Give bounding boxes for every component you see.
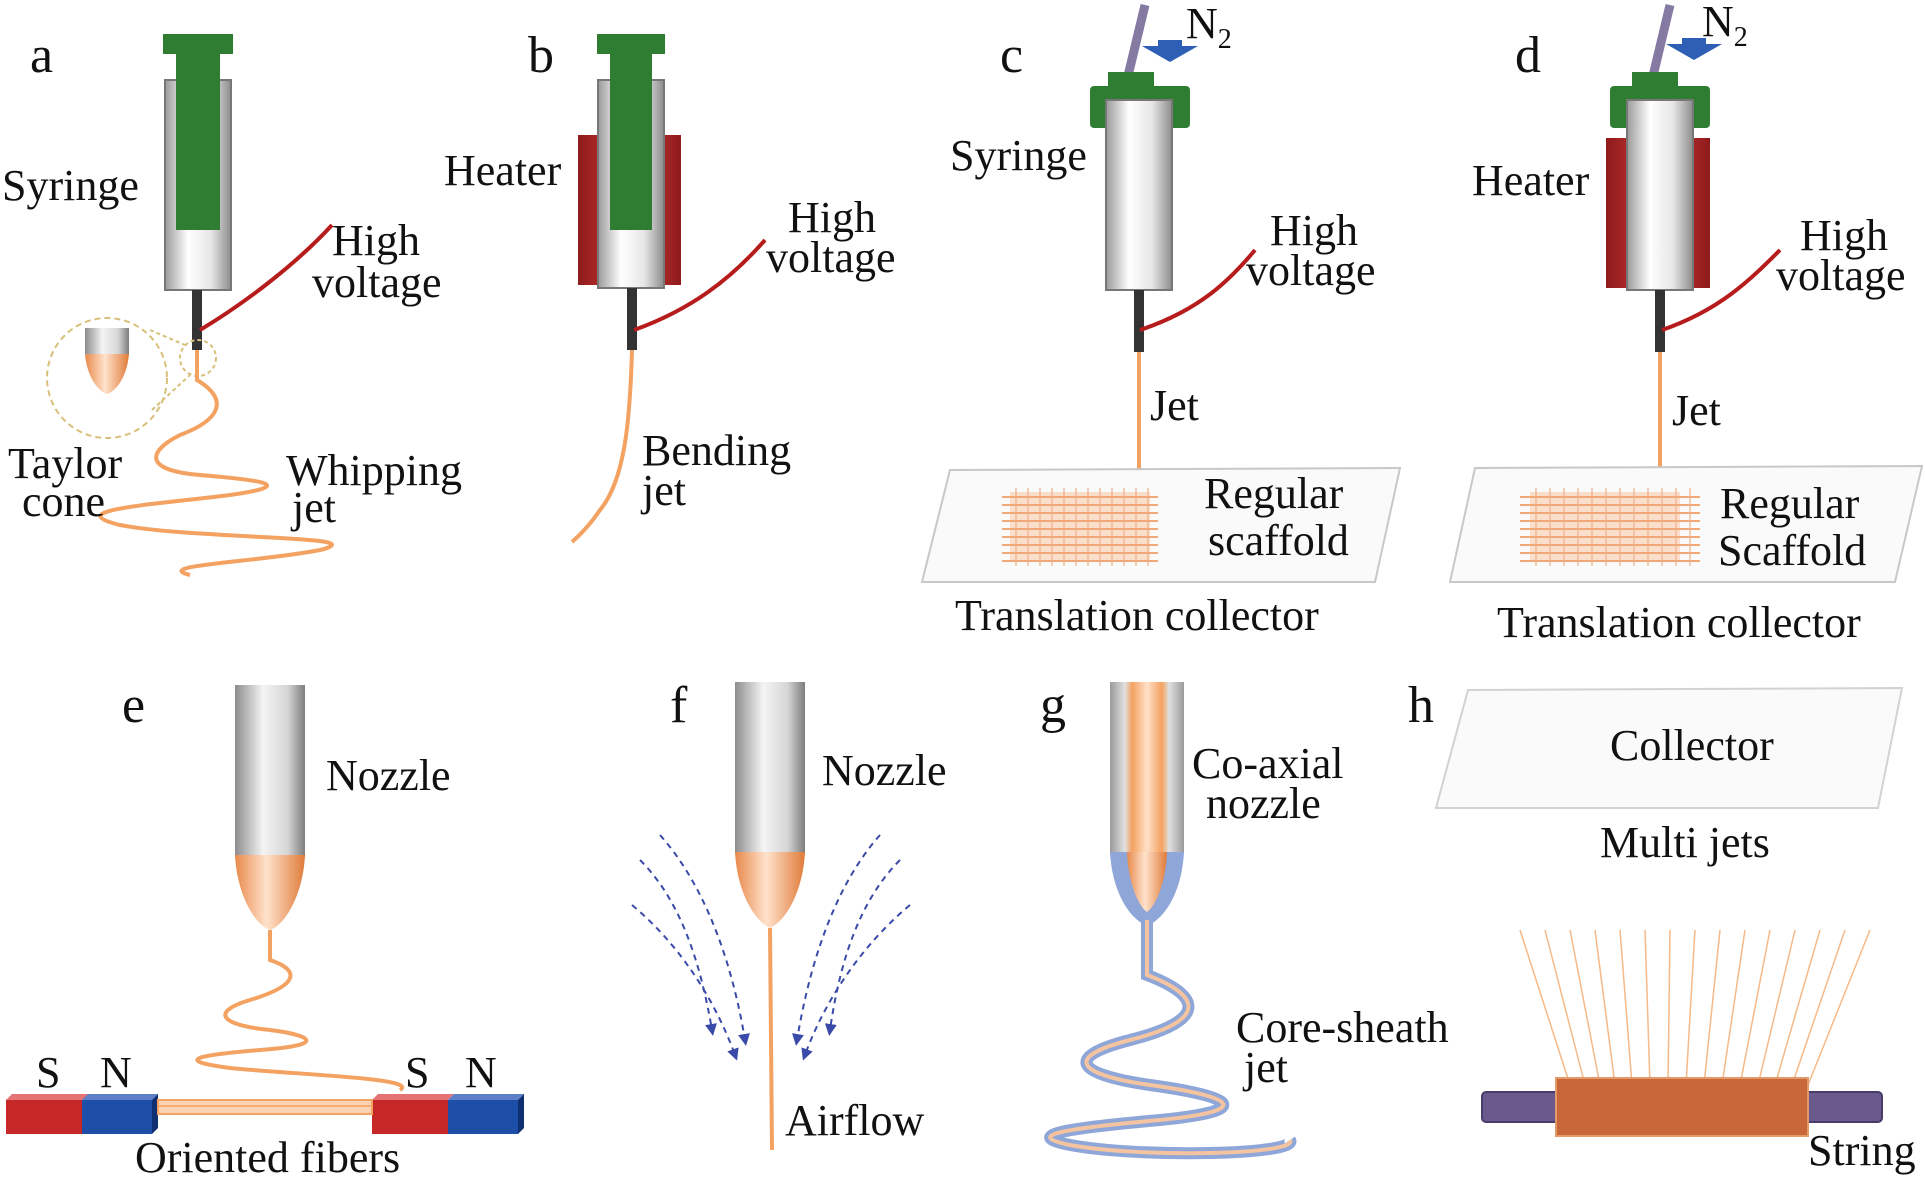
bending-jet-label-1: Bending [642, 426, 791, 475]
syringe-label-a: Syringe [2, 161, 139, 210]
panel-letter-b: b [528, 27, 554, 84]
core-sheath-jet [1044, 920, 1297, 1160]
collector-label-d: Translation collector [1497, 598, 1861, 647]
scaffold-label-d-1: Regular [1720, 479, 1860, 528]
syringe-label-c: Syringe [950, 131, 1087, 180]
oriented-fibers [157, 1099, 373, 1115]
high-voltage-label-a-2: voltage [312, 258, 442, 307]
magnet-s-label-2: S [405, 1048, 429, 1097]
magnet-left [6, 1094, 158, 1134]
whipping-jet-e [195, 930, 405, 1092]
magnet-n-label-1: N [100, 1048, 132, 1097]
regular-scaffold-d [1520, 488, 1700, 566]
multi-jets-label: Multi jets [1600, 818, 1770, 867]
magnet-n-label-2: N [465, 1048, 497, 1097]
multi-jets [1519, 929, 1871, 1086]
panel-letter-e: e [122, 677, 145, 734]
gas-label-c: N2 [1186, 0, 1232, 55]
high-voltage-label-d-2: voltage [1776, 251, 1906, 300]
high-voltage-wire-d [1661, 248, 1782, 332]
nozzle-e [235, 685, 305, 930]
panel-e: e Nozzle S N S N Oriented [6, 677, 524, 1181]
bending-jet-label-2: jet [640, 466, 686, 515]
coaxial-nozzle-label-2: nozzle [1206, 779, 1321, 828]
whipping-jet-label-1: Whipping [286, 446, 462, 495]
high-voltage-wire-b [633, 238, 767, 332]
collector-label-c: Translation collector [955, 591, 1319, 640]
high-voltage-label-b-2: voltage [766, 233, 896, 282]
gas-arrow-c [1142, 40, 1198, 62]
taylor-cone-magnifier [46, 317, 217, 439]
syringe-c [1090, 72, 1190, 352]
nozzle-label-e: Nozzle [326, 751, 451, 800]
taylor-cone-label-2: cone [22, 477, 105, 526]
panel-letter-h: h [1408, 677, 1434, 734]
heated-syringe-d [1606, 72, 1710, 352]
jet-label-c: Jet [1150, 381, 1199, 430]
panel-letter-a: a [30, 27, 53, 84]
collector-label-h: Collector [1610, 721, 1774, 770]
panel-a: a Syringe High voltage Taylor cone Whipp… [2, 27, 462, 577]
panel-letter-g: g [1040, 677, 1066, 734]
gas-label-d: N2 [1702, 0, 1748, 53]
gas-arrow-d [1666, 38, 1722, 60]
gas-tube-d [1647, 3, 1675, 82]
magnet-s-label-1: S [36, 1048, 60, 1097]
high-voltage-label-c-2: voltage [1246, 246, 1376, 295]
nozzle-label-f: Nozzle [822, 746, 947, 795]
whipping-jet-label-2: jet [290, 483, 336, 532]
regular-scaffold-c [1002, 488, 1158, 566]
scaffold-label-d-2: Scaffold [1718, 526, 1866, 575]
panel-h: h Collector Multi jets String [1408, 677, 1916, 1175]
jet-f [768, 927, 774, 1151]
core-sheath-label-1: Core-sheath [1236, 1003, 1449, 1052]
collector-plane-h [1434, 686, 1904, 809]
panel-c: c N2 Syringe High voltage Jet Regular sc… [920, 0, 1402, 640]
high-voltage-wire-c [1139, 248, 1257, 332]
heater-label-b: Heater [444, 146, 562, 195]
panel-d: d N2 Heater High voltage Jet Regular Sca… [1448, 0, 1924, 647]
panel-b: b Heater High voltage Bending jet [444, 27, 896, 544]
panel-letter-c: c [1000, 27, 1023, 84]
bending-jet-b [570, 349, 634, 544]
high-voltage-label-c-1: High [1270, 206, 1358, 255]
airflow-label: Airflow [785, 1096, 925, 1145]
coaxial-nozzle-label-1: Co-axial [1192, 739, 1344, 788]
gas-tube-c [1122, 3, 1150, 82]
airflow-arrows [631, 834, 911, 1061]
panel-letter-d: d [1515, 27, 1541, 84]
whipping-jet-a [98, 350, 334, 577]
jet-label-d: Jet [1672, 386, 1721, 435]
heated-syringe-b [578, 34, 681, 350]
nozzle-f [735, 682, 805, 928]
panel-letter-f: f [670, 677, 688, 734]
syringe-a [163, 34, 233, 350]
coaxial-nozzle [1110, 682, 1184, 926]
panel-f: f Nozzle Airflow [631, 677, 947, 1151]
string-label: String [1808, 1126, 1916, 1175]
heater-label-d: Heater [1472, 156, 1590, 205]
high-voltage-label-a-1: High [332, 216, 420, 265]
core-sheath-label-2: jet [1242, 1043, 1288, 1092]
high-voltage-label-d-1: High [1800, 211, 1888, 260]
scaffold-label-c-2: scaffold [1208, 516, 1349, 565]
panel-g: g Co-axial nozzle Core-sheath jet [1040, 677, 1449, 1160]
high-voltage-label-b-1: High [788, 193, 876, 242]
magnet-right [372, 1094, 524, 1134]
scaffold-label-c-1: Regular [1204, 469, 1344, 518]
oriented-fibers-label: Oriented fibers [135, 1133, 400, 1181]
high-voltage-wire-a [198, 223, 334, 332]
string-collector [1481, 1077, 1883, 1137]
taylor-cone-label-1: Taylor [8, 439, 123, 488]
